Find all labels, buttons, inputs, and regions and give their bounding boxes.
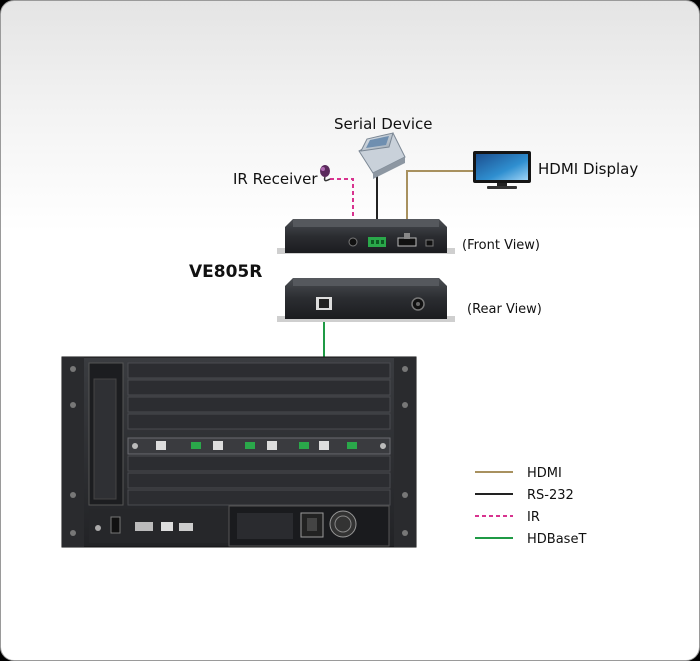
ve805r-rear-view [277,278,455,322]
legend-hdmi-label: HDMI [527,466,562,481]
matrix-chassis-icon [61,356,417,548]
monitor-icon [473,151,531,189]
legend: HDMI RS-232 IR HDBaseT [475,466,586,547]
model-label: VE805R [189,262,262,282]
legend-rs232-label: RS-232 [527,488,574,503]
card-slots [127,362,391,506]
serial-device-label: Serial Device [334,115,433,133]
legend-hdbaset-label: HDBaseT [527,532,586,547]
front-view-label: (Front View) [462,238,540,253]
hdmi-display-label: HDMI Display [538,160,638,178]
card-ports [156,441,357,450]
legend-ir-label: IR [527,510,540,525]
rear-view-label: (Rear View) [467,302,542,317]
ir-receiver-icon [320,165,331,182]
ir-receiver-label: IR Receiver [233,170,318,188]
serial-device-icon [358,132,406,179]
hdmi-cable [406,170,473,239]
ve805r-front-view [277,219,455,254]
